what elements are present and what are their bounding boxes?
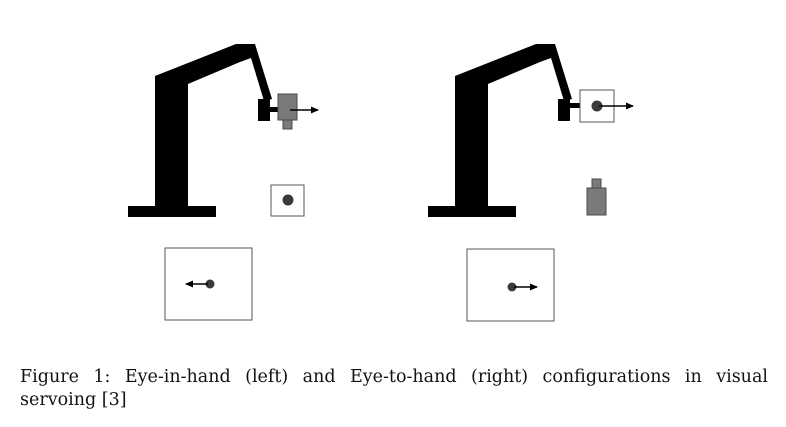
target-object-left — [270, 184, 305, 217]
target-dot-left — [282, 194, 294, 206]
image-plane-left — [164, 247, 253, 321]
camera-mounted-left — [277, 93, 319, 130]
camera-body-left — [277, 93, 298, 121]
robot-arm-left — [128, 44, 278, 217]
robot-base-left — [128, 206, 216, 217]
caption-label: Figure 1: — [20, 367, 111, 387]
image-feature-dot-right — [507, 282, 517, 292]
robot-wrist-right — [558, 99, 570, 121]
image-plane-right — [466, 248, 555, 322]
target-dot-right — [591, 100, 603, 112]
figure-illustration — [128, 44, 634, 322]
eye-to-hand-configuration — [428, 44, 634, 322]
camera-lens-right — [591, 178, 602, 189]
robot-base-right — [428, 206, 516, 217]
camera-body-right — [586, 187, 607, 216]
robot-body-left — [155, 44, 272, 206]
eye-in-hand-configuration — [128, 44, 319, 321]
robot-wrist-left — [258, 99, 270, 121]
robot-flange-right — [568, 103, 580, 108]
robot-arm-right — [428, 44, 580, 217]
robot-body-right — [455, 44, 572, 206]
caption-text: Eye-in-hand (left) and Eye-to-hand (righ… — [20, 367, 768, 410]
target-object-right — [579, 89, 634, 123]
camera-fixed-right — [586, 178, 607, 216]
image-feature-dot-left — [205, 279, 215, 289]
camera-lens-left — [282, 119, 293, 130]
robot-flange-left — [268, 107, 278, 112]
figure-caption: Figure 1: Eye-in-hand (left) and Eye-to-… — [20, 366, 768, 412]
